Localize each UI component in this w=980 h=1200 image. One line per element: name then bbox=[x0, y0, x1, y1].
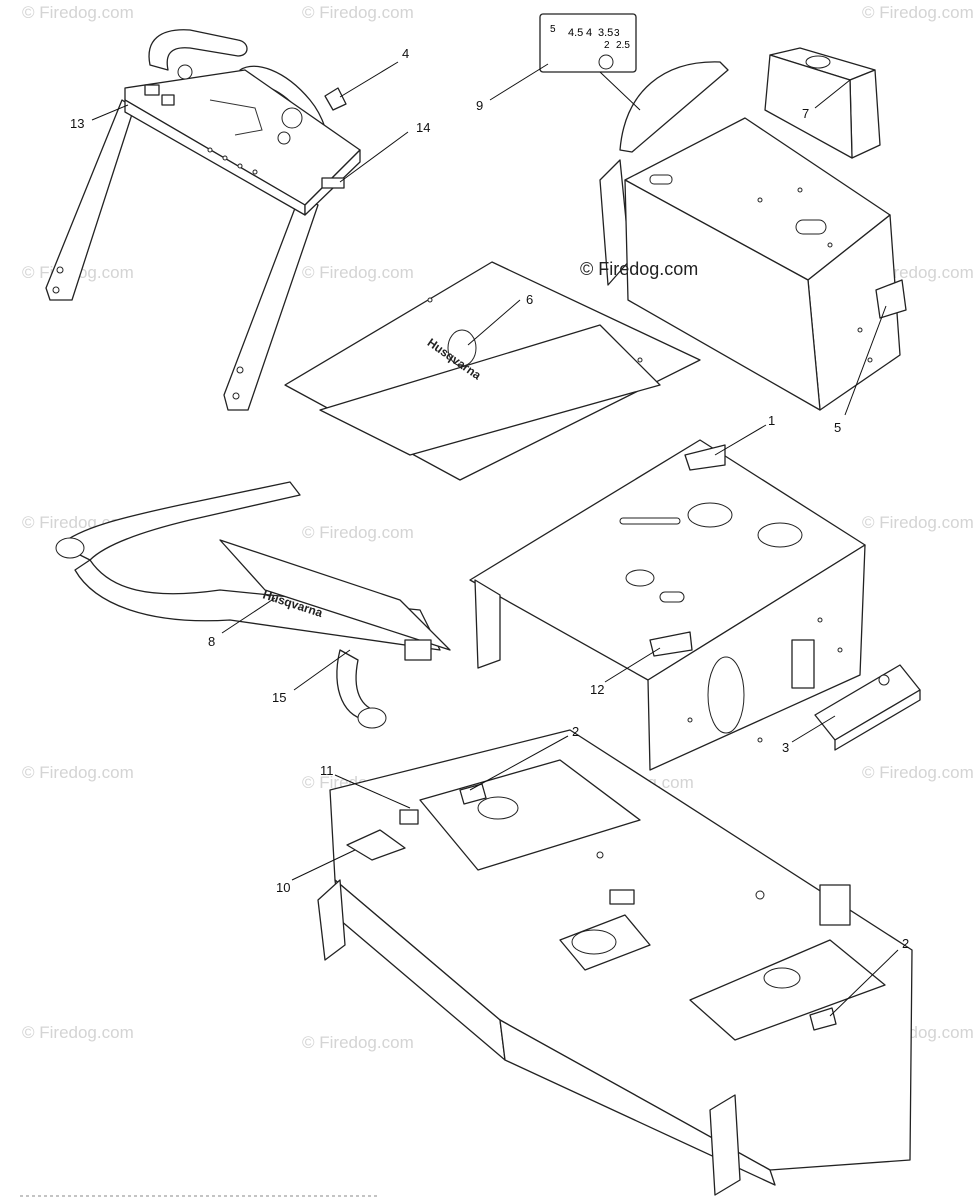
watermark: © Firedog.com bbox=[302, 1033, 414, 1052]
bracket-3 bbox=[814, 664, 921, 751]
brand-logo-icon bbox=[447, 329, 477, 367]
callout-9: 9 bbox=[476, 98, 483, 113]
bracket-3-front bbox=[834, 689, 921, 751]
callout-14: 14 bbox=[416, 120, 430, 135]
control-panel-assembly bbox=[45, 29, 361, 411]
decal-12 bbox=[649, 631, 693, 657]
watermark: © Firedog.com bbox=[302, 3, 414, 22]
callout-12: 12 bbox=[590, 682, 604, 697]
deck-pad bbox=[609, 889, 635, 905]
deck-hanger-left bbox=[317, 879, 346, 961]
watermark: © Firedog.com bbox=[862, 513, 974, 532]
deck-skirt-front bbox=[499, 1019, 776, 1186]
rail-lower bbox=[74, 559, 441, 651]
decal-value: 5 bbox=[550, 24, 556, 35]
callout-2b: 2 bbox=[902, 936, 909, 951]
main-frame bbox=[469, 439, 866, 771]
callout-2a: 2 bbox=[572, 724, 579, 739]
mower-deck bbox=[317, 729, 913, 1196]
callout-5: 5 bbox=[834, 420, 841, 435]
decal-2b bbox=[809, 1007, 837, 1031]
decal-value: 2.5 bbox=[616, 40, 630, 51]
main-frame-rear-leg bbox=[474, 579, 501, 669]
rail-end bbox=[55, 537, 85, 559]
watermark: © Firedog.com bbox=[302, 263, 414, 282]
seat-side-plate bbox=[619, 61, 729, 153]
callout-1: 1 bbox=[768, 413, 775, 428]
frame-side bbox=[624, 179, 821, 411]
panel-decal bbox=[321, 177, 345, 189]
decal-5 bbox=[875, 279, 907, 319]
callout-8: 8 bbox=[208, 634, 215, 649]
decal-2a bbox=[459, 783, 487, 805]
decal-1 bbox=[684, 444, 726, 471]
watermark: © Firedog.com bbox=[862, 763, 974, 782]
rail-clip bbox=[404, 639, 432, 661]
leader-lines bbox=[91, 61, 899, 1017]
frame-rails: Husqvarna bbox=[55, 481, 451, 729]
decal-value: 3 bbox=[614, 28, 620, 39]
decal-value: 2 bbox=[604, 40, 610, 51]
mount-bracket bbox=[791, 639, 815, 689]
callout-10: 10 bbox=[276, 880, 290, 895]
rail-upper bbox=[59, 481, 301, 561]
floor-pan-rib bbox=[319, 324, 661, 456]
decal-4 bbox=[324, 87, 347, 111]
callout-3: 3 bbox=[782, 740, 789, 755]
callout-15: 15 bbox=[272, 690, 286, 705]
handle-bar-left bbox=[148, 29, 248, 71]
center-watermark: © Firedog.com bbox=[580, 259, 698, 279]
tank-side bbox=[764, 54, 853, 159]
deck-cover-right bbox=[689, 939, 886, 1041]
callout-4: 4 bbox=[402, 46, 409, 61]
main-frame-front bbox=[647, 544, 866, 771]
deck-hanger-right bbox=[819, 884, 851, 926]
decal-value: 4 bbox=[586, 27, 592, 39]
decal-10 bbox=[346, 829, 406, 861]
watermark: © Firedog.com bbox=[22, 763, 134, 782]
decal-11 bbox=[399, 809, 419, 825]
floor-pan: Husqvarna bbox=[284, 261, 701, 481]
callout-11: 11 bbox=[320, 763, 334, 778]
decal-value: 3.5 bbox=[598, 27, 613, 39]
watermark: © Firedog.com bbox=[302, 523, 414, 542]
tower-frame-assembly: 5 4.5 4 3.5 3 2.5 2 bbox=[539, 13, 907, 411]
decal-value: 4.5 bbox=[568, 27, 583, 39]
watermark: © Firedog.com bbox=[22, 3, 134, 22]
callouts: 4 13 14 9 7 6 5 1 8 15 12 3 2 11 10 2 bbox=[70, 46, 909, 951]
deck-hanger-front bbox=[709, 1094, 741, 1196]
tank-front bbox=[849, 69, 881, 159]
callout-13: 13 bbox=[70, 116, 84, 131]
rail-crossbar bbox=[219, 539, 451, 651]
watermark: © Firedog.com bbox=[862, 3, 974, 22]
callout-7: 7 bbox=[802, 106, 809, 121]
callout-6: 6 bbox=[526, 292, 533, 307]
watermark: © Firedog.com bbox=[22, 1023, 134, 1042]
